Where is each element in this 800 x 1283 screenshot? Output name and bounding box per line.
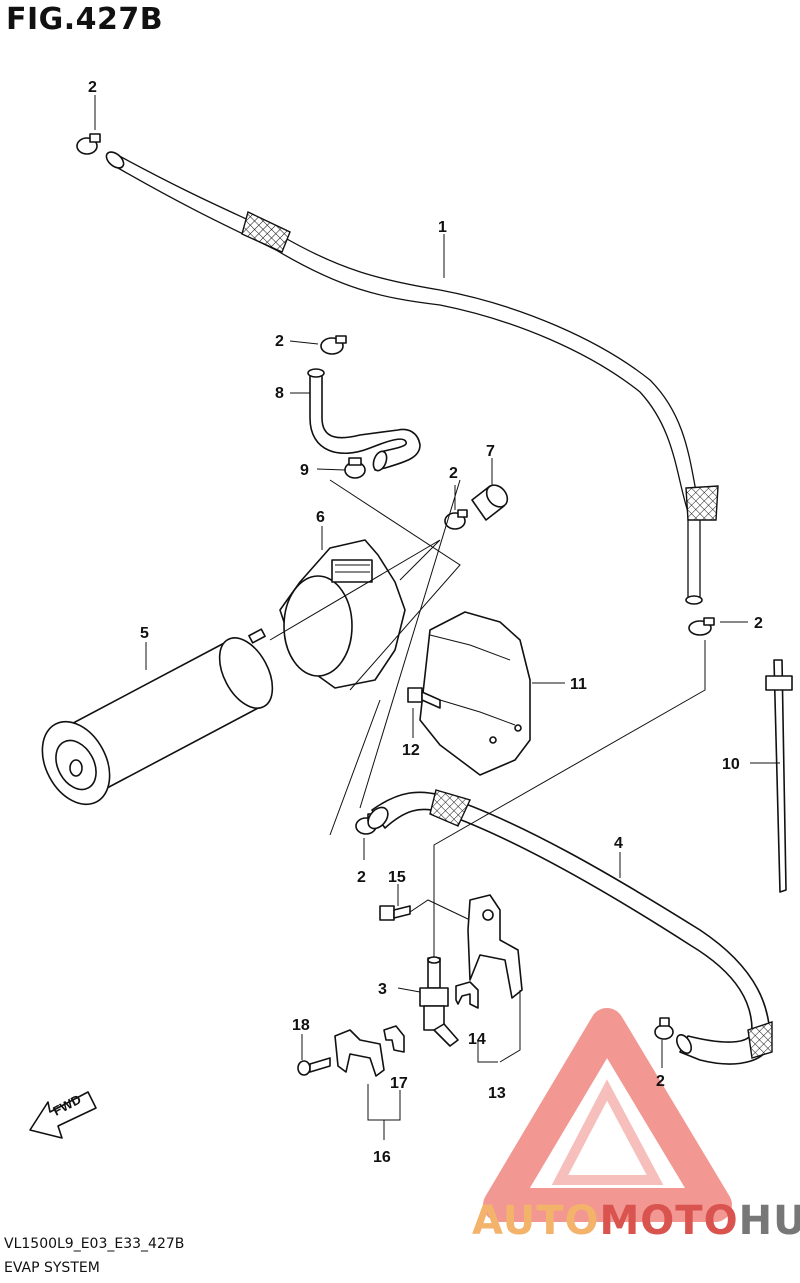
callout-9: 9 [300, 462, 309, 479]
bolt-12 [407, 687, 441, 709]
watermark-moto: MOTO [599, 1198, 739, 1244]
screw-18 [297, 1057, 331, 1076]
watermark-auto: AUTO [472, 1198, 600, 1244]
callout-2-hose8: 2 [275, 333, 284, 350]
clamp-2-lower-right [654, 1017, 674, 1040]
callout-1: 1 [438, 219, 447, 236]
hose-4 [367, 789, 773, 1065]
hose-7 [471, 484, 509, 521]
pump-holder-6 [279, 539, 406, 689]
callout-7: 7 [486, 443, 495, 460]
system-name: EVAP SYSTEM [4, 1260, 100, 1276]
callout-6: 6 [316, 509, 325, 526]
clamp-9 [344, 457, 366, 479]
clip-14 [455, 981, 479, 1009]
bolt-15 [379, 905, 411, 921]
callout-10: 10 [722, 756, 740, 773]
callout-12: 12 [402, 742, 420, 759]
callout-8: 8 [275, 385, 284, 402]
watermark-brand: AUTOMOTOHUB [472, 1198, 800, 1244]
callout-14: 14 [468, 1031, 486, 1048]
callout-15: 15 [388, 869, 406, 886]
leader-13 [477, 990, 521, 1063]
leader-16 [367, 1084, 401, 1140]
callout-2-lower-left: 2 [357, 869, 366, 886]
callout-3: 3 [378, 981, 387, 998]
callout-4: 4 [614, 835, 623, 852]
callout-13: 13 [488, 1085, 506, 1102]
valve-3 [419, 956, 459, 1047]
hose-8 [307, 368, 421, 472]
callout-17: 17 [390, 1075, 408, 1092]
bracket-13 [467, 894, 523, 999]
callout-labels: 2 1 2 8 9 2 7 6 5 2 11 12 10 4 2 15 3 18… [88, 79, 763, 1166]
watermark-hub: HUB [738, 1198, 800, 1244]
guide-15 [409, 899, 471, 921]
cover-11 [419, 611, 531, 776]
fwd-arrow: FWD [29, 1091, 97, 1139]
cable-tie-10 [765, 659, 793, 893]
callout-2-top: 2 [88, 79, 97, 96]
guide-lines-6 [269, 479, 461, 691]
callout-2-lower-right: 2 [656, 1073, 665, 1090]
callout-16: 16 [373, 1149, 391, 1166]
callout-leaders [94, 95, 780, 1068]
clamp-2-right [688, 617, 715, 636]
clip-17 [383, 1025, 405, 1053]
callout-5: 5 [140, 625, 149, 642]
model-code: VL1500L9_E03_E33_427B [4, 1236, 185, 1252]
clamp-2-hose8 [320, 335, 347, 355]
callout-2-fitting: 2 [449, 465, 458, 482]
callout-18: 18 [292, 1017, 310, 1034]
clamp-2-top [76, 133, 101, 155]
bracket-16 [334, 1029, 385, 1077]
clamp-2-fitting [444, 509, 468, 530]
callout-2-right: 2 [754, 615, 763, 632]
hose-1 [105, 151, 719, 605]
callout-11: 11 [570, 676, 587, 693]
figure-title: FIG.427B [6, 2, 164, 37]
fuel-pump-5 [41, 628, 274, 806]
watermark-logo [483, 1008, 732, 1222]
